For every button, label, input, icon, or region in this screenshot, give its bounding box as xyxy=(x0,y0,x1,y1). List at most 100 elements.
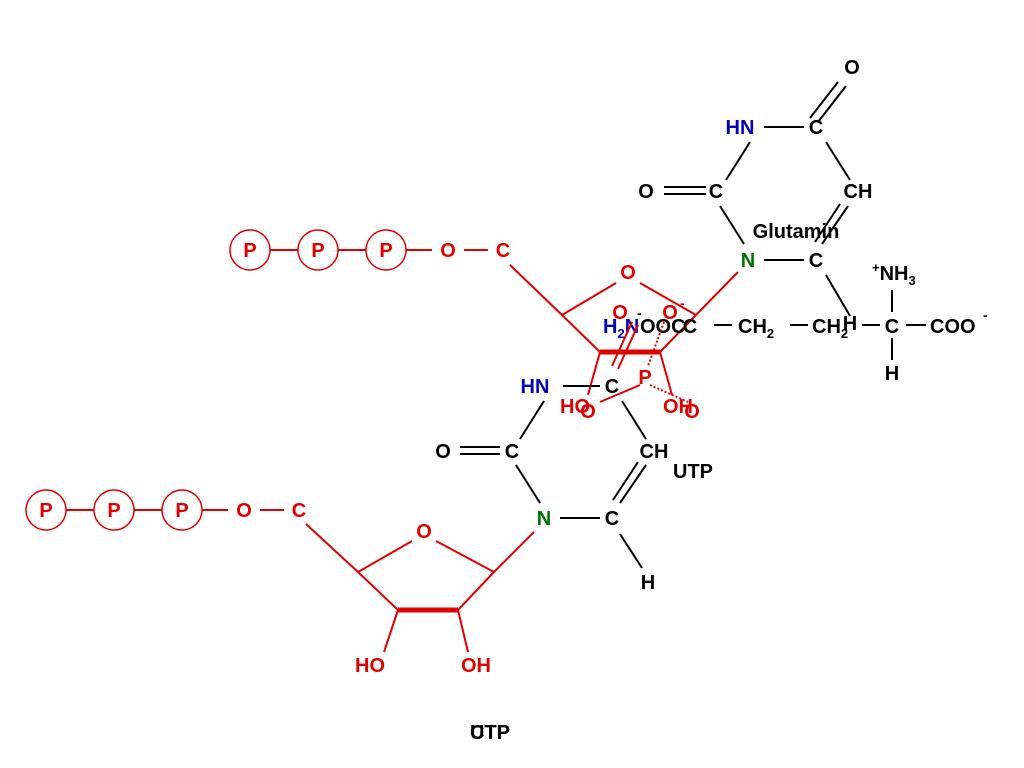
linker-carbon: C xyxy=(496,240,510,262)
ch2-b-subscript: 2 xyxy=(841,326,848,341)
bond xyxy=(639,282,697,316)
base-carbon-top: C xyxy=(809,117,823,139)
bond xyxy=(493,531,535,573)
phosphate-circle xyxy=(365,229,407,271)
phosphate-label: P xyxy=(379,240,392,262)
bond xyxy=(809,81,839,119)
bond xyxy=(659,314,697,353)
hydroxyl-ho: HO xyxy=(560,396,590,418)
base-carbon-bottom: C xyxy=(809,250,823,272)
hydroxyl-ho: HO xyxy=(355,655,385,677)
hydroxyl-oh: OH xyxy=(663,396,693,418)
glutamine-ch2-a: CH2 xyxy=(738,316,774,341)
bond-dashed xyxy=(649,384,689,403)
base-carbon-left: C xyxy=(709,181,723,203)
bond xyxy=(619,533,643,569)
ch2-b-ch: CH xyxy=(812,316,841,338)
base-hn: HN xyxy=(521,376,550,398)
bond xyxy=(599,384,641,403)
hydroxyl-oh: OH xyxy=(461,655,491,677)
base-nitrogen: N xyxy=(537,508,551,530)
h2n-h: H xyxy=(603,316,617,338)
bond xyxy=(611,321,633,367)
bond xyxy=(621,400,647,440)
glutamine-title: Glutamin xyxy=(753,221,840,243)
bond xyxy=(619,464,647,504)
phosphate-circle xyxy=(229,229,271,271)
bond xyxy=(561,282,617,316)
base-carbon-top: C xyxy=(605,376,619,398)
linker-oxygen: O xyxy=(440,240,456,262)
base-ch: CH xyxy=(844,181,873,203)
phosphate-circle xyxy=(93,489,135,531)
base-oxygen-left: O xyxy=(638,181,654,203)
base-carbon-bottom: C xyxy=(605,508,619,530)
phosphate-label: P xyxy=(107,500,120,522)
phosphate-oxygen-charge: - xyxy=(680,295,685,311)
bond xyxy=(817,85,847,123)
phosphate-circle xyxy=(297,229,339,271)
bond xyxy=(515,464,541,504)
phosphate-label: P xyxy=(243,240,256,262)
bond xyxy=(821,205,849,245)
base-hn: HN xyxy=(726,117,755,139)
bond xyxy=(659,351,673,396)
upper-utp: P P P O C O HO OH O C HN C O CH xyxy=(229,57,873,418)
utp-caption-bottom: UTP xyxy=(470,722,510,744)
utp-caption-mid: UTP xyxy=(673,461,713,483)
bond xyxy=(457,571,495,611)
bond xyxy=(825,141,851,181)
phosphate-label: P xyxy=(39,500,52,522)
bond xyxy=(435,540,495,573)
phosphate-label: P xyxy=(175,500,188,522)
linker-carbon: C xyxy=(292,500,306,522)
base-ch: CH xyxy=(640,441,669,463)
ctp-caption: CTP xyxy=(470,722,510,744)
phosphate-oxygen: O xyxy=(580,401,596,423)
bond xyxy=(305,523,359,573)
linker-oxygen: O xyxy=(236,500,252,522)
bond xyxy=(814,203,841,243)
glutamine-alpha-carbon: C xyxy=(885,316,899,338)
bond xyxy=(457,609,469,653)
bond xyxy=(725,141,751,181)
base-hydrogen: H xyxy=(641,572,655,594)
glutamine-carbon: C xyxy=(683,316,697,338)
bond xyxy=(825,274,851,317)
bond xyxy=(695,271,739,316)
base-oxygen-top: O xyxy=(844,57,860,79)
phosphate-oxygen: O xyxy=(684,401,700,423)
bond xyxy=(617,324,639,370)
ch2-a-ch: CH xyxy=(738,316,767,338)
glutamine-structure: H2N OOC - C CH2 CH2 H C COO - +NH3 H xyxy=(603,260,988,385)
glutamine-ch2-b: CH2 xyxy=(812,316,848,341)
lower-utp: HN C C O CH N C H UTP P P P O C O HO OH xyxy=(25,376,713,677)
base-carbon-left: C xyxy=(505,441,519,463)
base-nitrogen: N xyxy=(741,250,755,272)
nh3-subscript: 3 xyxy=(908,273,915,288)
glutamine-nh3: +NH3 xyxy=(872,260,916,288)
phosphate-fragment: O O - P O O xyxy=(580,295,700,423)
bond xyxy=(612,461,639,501)
bond xyxy=(561,314,601,353)
glutamine-h-overlap: H xyxy=(843,313,857,335)
bond xyxy=(519,400,545,440)
glutamine-coo: COO xyxy=(930,316,976,338)
ring-oxygen: O xyxy=(416,521,432,543)
ooc-charge: - xyxy=(637,305,642,321)
ring-oxygen: O xyxy=(620,262,636,284)
ch2-a-subscript: 2 xyxy=(767,326,774,341)
phosphate-label: P xyxy=(311,240,324,262)
phosphate-oxygen: O xyxy=(662,302,678,324)
coo-charge: - xyxy=(983,307,988,323)
bond xyxy=(719,205,745,245)
h2n-subscript: 2 xyxy=(617,326,624,341)
nh3-plus: + xyxy=(872,260,880,275)
phosphate-oxygen: O xyxy=(612,302,628,324)
phosphate-circle xyxy=(25,489,67,531)
bond xyxy=(383,609,399,653)
glutamine-h-bottom: H xyxy=(885,363,899,385)
phosphorus: P xyxy=(638,367,651,389)
